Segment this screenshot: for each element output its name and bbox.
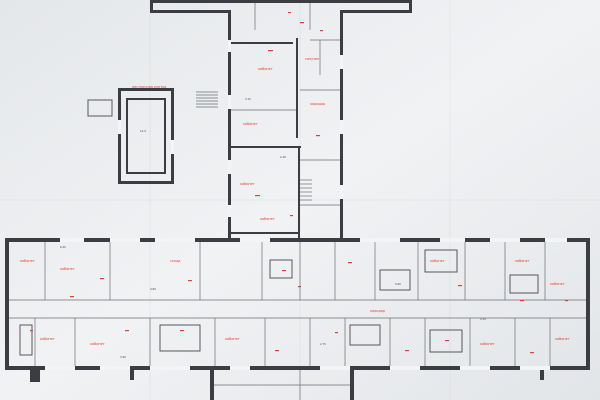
room-label: кабинет [40, 337, 55, 341]
room-label: коридор [310, 102, 325, 106]
room-label: кабинет [225, 337, 240, 341]
annotation-markers [30, 12, 568, 354]
dimension-label: 5.60 [395, 282, 401, 286]
room-label: кабинет [60, 267, 75, 271]
room-label: санузел [305, 57, 319, 61]
dimension-label: 2.75 [320, 342, 326, 346]
annex-porch [87, 99, 113, 117]
entrance-markers [30, 370, 544, 382]
room-labels: кабинет кабинет коридор санузел кабинет … [20, 57, 570, 346]
room-label: кабинет [258, 67, 273, 71]
south-wing [210, 366, 354, 400]
dimension-label: 3.15 [245, 97, 251, 101]
room-label: склад [170, 259, 181, 263]
room-label: коридор [370, 309, 385, 313]
room-label: кабинет [243, 122, 258, 126]
dimension-label: 4.80 [150, 287, 156, 291]
room-label: кабинет [240, 182, 255, 186]
room-label: кабинет [20, 259, 35, 263]
central-block [228, 10, 343, 242]
room-label: кабинет [555, 337, 570, 341]
annex-stair [196, 91, 218, 108]
annex-area: 12.4 [140, 129, 146, 133]
room-label: кабинет [90, 342, 105, 346]
room-label: кабинет [550, 282, 565, 286]
stair-central [300, 179, 312, 201]
dimension-labels: 6.20 4.80 3.15 2.40 5.60 4.10 3.90 2.75 [60, 97, 486, 359]
room-label: кабинет [260, 217, 275, 221]
room-label: кабинет [515, 259, 530, 263]
room-label: кабинет [430, 259, 445, 263]
main-wing [5, 238, 590, 370]
annex-label: лестничная клетка [132, 85, 166, 89]
room-label: кабинет [480, 342, 495, 346]
annex-building: лестничная клетка 12.4 [87, 85, 218, 184]
north-wing [150, 0, 412, 30]
dimension-label: 4.10 [480, 317, 486, 321]
dimension-label: 3.90 [120, 355, 126, 359]
dimension-label: 6.20 [60, 245, 66, 249]
dimension-label: 2.40 [280, 155, 286, 159]
